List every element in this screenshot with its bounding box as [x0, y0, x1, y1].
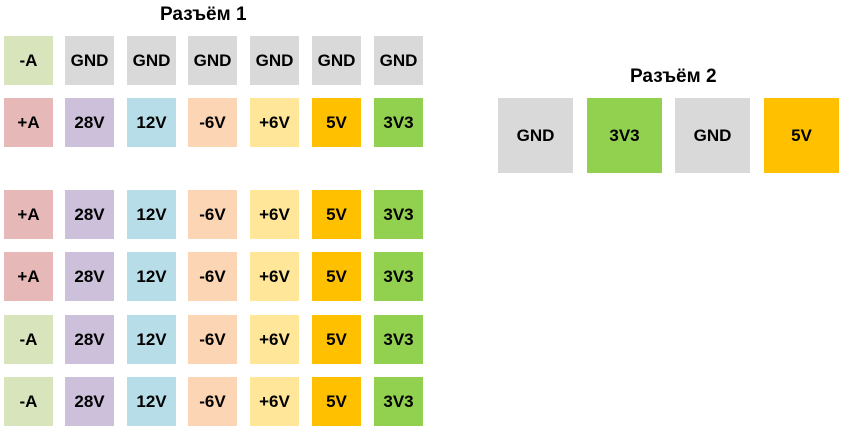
connector-1-pin: +6V: [250, 315, 299, 364]
connector-1-title: Разъём 1: [160, 4, 247, 25]
connector-1-pin: 5V: [312, 315, 361, 364]
connector-1-pin: +A: [4, 252, 53, 301]
connector-1-pin: GND: [127, 36, 176, 85]
connector-1-pin: GND: [312, 36, 361, 85]
connector-2-pin: 3V3: [587, 98, 662, 173]
connector-1-pin: -6V: [188, 377, 237, 426]
connector-1-pin: 5V: [312, 377, 361, 426]
connector-1-pin: -A: [4, 315, 53, 364]
connector-1-pin: -A: [4, 36, 53, 85]
connector-1-pin: GND: [188, 36, 237, 85]
connector-1-pin: 12V: [127, 377, 176, 426]
connector-1-pin: GND: [374, 36, 423, 85]
connector-2-pin: 5V: [764, 98, 839, 173]
connector-1-pin: +6V: [250, 190, 299, 239]
connector-1-pin: -6V: [188, 252, 237, 301]
connector-1-pin: 5V: [312, 252, 361, 301]
connector-1-pin: 28V: [65, 190, 114, 239]
connector-2-title: Разъём 2: [630, 66, 717, 87]
connector-1-pin: -A: [4, 377, 53, 426]
connector-1-pin: 5V: [312, 98, 361, 147]
connector-2-pin: GND: [498, 98, 573, 173]
connector-1-pin: -6V: [188, 315, 237, 364]
connector-1-pin: 12V: [127, 98, 176, 147]
connector-1-pin: +A: [4, 190, 53, 239]
connector-1-pin: 3V3: [374, 315, 423, 364]
connector-1-pin: 5V: [312, 190, 361, 239]
connector-1-pin: 3V3: [374, 252, 423, 301]
connector-1-pin: 3V3: [374, 190, 423, 239]
connector-1-pin: 3V3: [374, 98, 423, 147]
connector-1-pin: +6V: [250, 252, 299, 301]
connector-1-pin: 28V: [65, 252, 114, 301]
connector-1-pin: 3V3: [374, 377, 423, 426]
connector-1-pin: -6V: [188, 98, 237, 147]
connector-1-pin: 28V: [65, 377, 114, 426]
connector-1-pin: +A: [4, 98, 53, 147]
connector-1-pin: 12V: [127, 190, 176, 239]
connector-1-pin: GND: [65, 36, 114, 85]
connector-1-pin: 28V: [65, 315, 114, 364]
connector-1-pin: 28V: [65, 98, 114, 147]
connector-1-pin: 12V: [127, 252, 176, 301]
connector-1-pin: GND: [250, 36, 299, 85]
connector-1-pin: +6V: [250, 98, 299, 147]
connector-2-pin: GND: [675, 98, 750, 173]
connector-1-pin: +6V: [250, 377, 299, 426]
connector-1-pin: -6V: [188, 190, 237, 239]
connector-1-pin: 12V: [127, 315, 176, 364]
